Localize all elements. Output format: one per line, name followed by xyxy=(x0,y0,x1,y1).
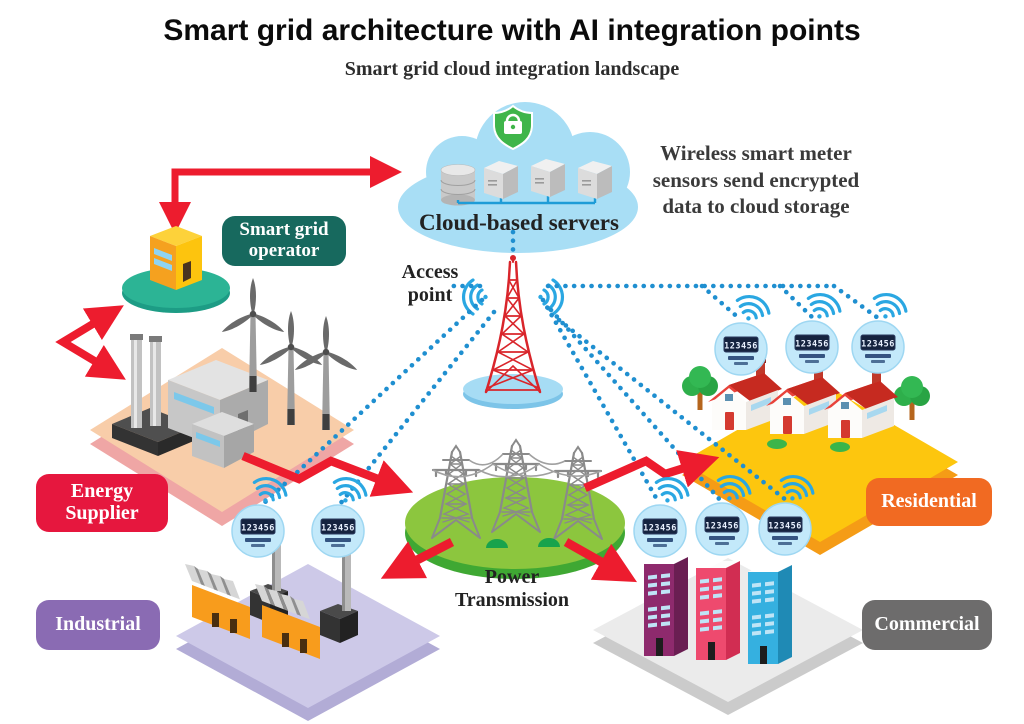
smart-grid-operator-site xyxy=(122,226,230,313)
badge-commercial: Commercial xyxy=(862,600,992,650)
industrial-site xyxy=(176,526,440,721)
access-point-label: Access point xyxy=(401,261,459,306)
commercial-site xyxy=(593,557,863,715)
database-icon xyxy=(440,164,476,206)
badge-smart-grid-operator: Smart grid operator xyxy=(222,216,346,266)
cloud: Cloud-based servers xyxy=(398,102,638,253)
badge-residential: Residential xyxy=(866,478,992,526)
access-point-tower xyxy=(461,255,565,409)
wireless-links xyxy=(259,229,881,508)
power-transmission-label: Power Transmission xyxy=(454,566,570,611)
power-flow-arrows xyxy=(241,450,720,583)
arrow-transmission-residential xyxy=(583,450,720,492)
badge-energy-supplier: Energy Supplier xyxy=(36,474,168,532)
badge-industrial: Industrial xyxy=(36,600,160,650)
shield-lock-icon xyxy=(493,104,533,151)
operator-building xyxy=(150,226,202,290)
arrow-transmission-industrial xyxy=(380,538,455,579)
arrow-energy-transmission xyxy=(241,452,414,497)
cloud-label: Cloud-based servers xyxy=(419,210,619,235)
page-title: Smart grid architecture with AI integrat… xyxy=(163,14,861,47)
arrow-operator-energy xyxy=(55,305,126,380)
arrow-transmission-commercial xyxy=(563,538,638,583)
power-plant xyxy=(112,334,268,468)
page-subtitle: Smart grid cloud integration landscape xyxy=(344,58,680,80)
server-rack xyxy=(456,159,612,205)
arrow-operator-cloud xyxy=(158,155,403,235)
wireless-note: Wireless smart meter sensors send encryp… xyxy=(652,141,860,219)
